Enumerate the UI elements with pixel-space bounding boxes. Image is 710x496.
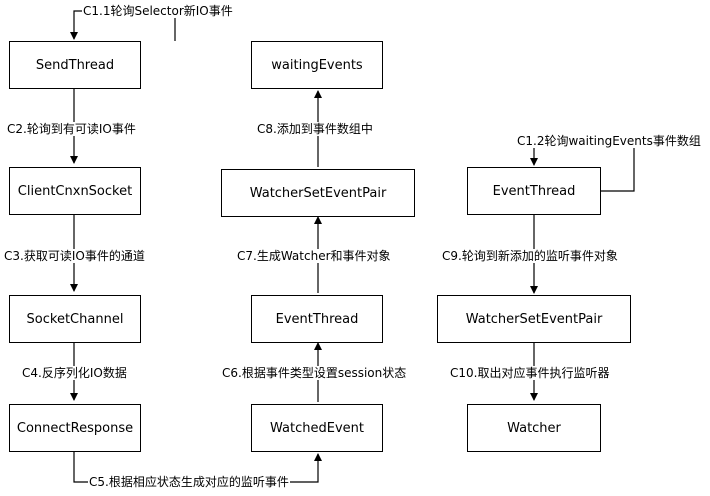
node-socket-channel: SocketChannel bbox=[9, 295, 141, 343]
node-send-thread: SendThread bbox=[9, 41, 141, 89]
label-c5: C5.根据相应状态生成对应的监听事件 bbox=[88, 475, 290, 489]
label-c10: C10.取出对应事件执行监听器 bbox=[449, 366, 611, 380]
label-c1-1: C1.1轮询Selector新IO事件 bbox=[82, 4, 234, 18]
label-c3: C3.获取可读IO事件的通道 bbox=[3, 249, 146, 263]
node-watcher: Watcher bbox=[467, 404, 601, 452]
node-waiting-events: waitingEvents bbox=[251, 41, 383, 89]
label-c4: C4.反序列化IO数据 bbox=[21, 366, 128, 380]
node-watcher-set-event-pair-mid: WatcherSetEventPair bbox=[221, 169, 415, 217]
node-watched-event: WatchedEvent bbox=[251, 404, 383, 452]
node-event-thread-mid: EventThread bbox=[251, 295, 383, 343]
node-client-cnxn-socket: ClientCnxnSocket bbox=[9, 167, 141, 215]
label-c2: C2.轮询到有可读IO事件 bbox=[6, 122, 137, 136]
label-c7: C7.生成Watcher和事件对象 bbox=[236, 249, 392, 263]
label-c6: C6.根据事件类型设置session状态 bbox=[221, 366, 408, 380]
label-c8: C8.添加到事件数组中 bbox=[256, 122, 374, 136]
label-c1-2: C1.2轮询waitingEvents事件数组 bbox=[516, 134, 702, 148]
node-connect-response: ConnectResponse bbox=[9, 404, 141, 452]
label-c9: C9.轮询到新添加的监听事件对象 bbox=[441, 249, 619, 263]
node-watcher-set-event-pair-right: WatcherSetEventPair bbox=[437, 295, 631, 343]
node-event-thread-right: EventThread bbox=[467, 167, 601, 215]
